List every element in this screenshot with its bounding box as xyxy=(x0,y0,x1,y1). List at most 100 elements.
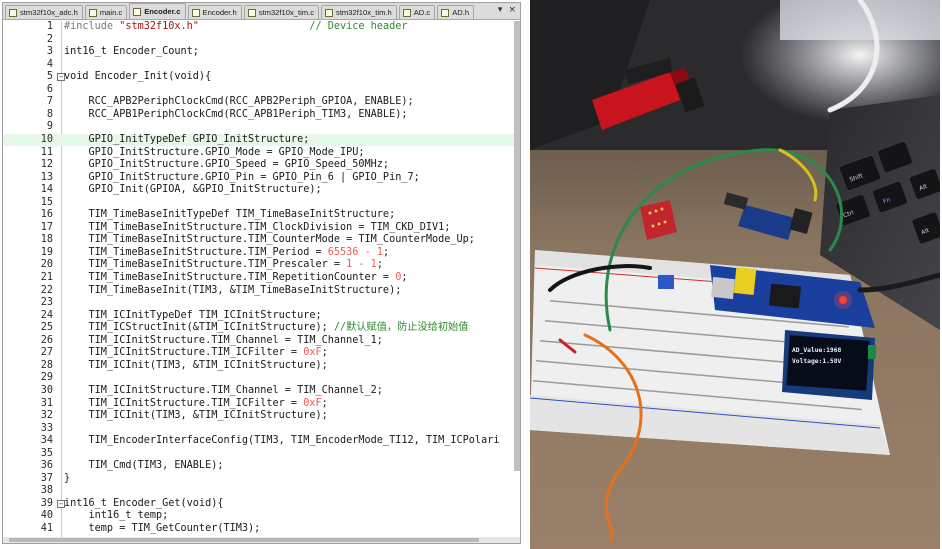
code-line[interactable]: 28 TIM_ICInit(TIM3, &TIM_ICInitStructure… xyxy=(3,360,517,373)
code-line[interactable]: 33 xyxy=(3,423,517,436)
red-breakout-board xyxy=(640,200,677,240)
token: ; xyxy=(376,259,383,271)
tab-label: stm32f10x_tim.h xyxy=(336,8,392,17)
code-line[interactable]: 6 xyxy=(3,84,517,97)
h-file-icon xyxy=(9,9,17,17)
token-num: 0 xyxy=(395,272,402,283)
code-line[interactable]: 17 TIM_TimeBaseInitStructure.TIM_ClockDi… xyxy=(3,222,517,235)
token: ; xyxy=(321,397,328,409)
jumper-wires xyxy=(548,0,940,542)
code-line[interactable]: 22 TIM_TimeBaseInit(TIM3, &TIM_TimeBaseI… xyxy=(3,285,517,298)
code-text: TIM_ICInit(TIM3, &TIM_ICInitStructure); xyxy=(64,360,328,373)
line-number: 23 xyxy=(40,297,53,309)
code-text: TIM_Cmd(TIM3, ENABLE); xyxy=(64,460,224,473)
token-num: 0xF xyxy=(303,347,322,359)
line-number: 20 xyxy=(40,259,53,271)
code-line[interactable]: 25 TIM_ICStructInit(&TIM_ICInitStructure… xyxy=(3,322,517,335)
code-line[interactable]: 27 TIM_ICInitStructure.TIM_ICFilter = 0x… xyxy=(3,347,517,360)
code-line[interactable]: 19 TIM_TimeBaseInitStructure.TIM_Period … xyxy=(3,247,517,260)
red-wire xyxy=(558,338,577,354)
tab-stm32f10x-adc-h[interactable]: stm32f10x_adc.h xyxy=(5,5,83,19)
code-line[interactable]: 12 GPIO_InitStructure.GPIO_Speed = GPIO_… xyxy=(3,159,517,172)
token: TIM_ICInitTypeDef TIM_ICInitStructure; xyxy=(64,309,322,321)
token: TIM_TimeBaseInitStructure.TIM_CounterMod… xyxy=(64,234,475,246)
laptop-left xyxy=(530,0,650,150)
tab-ad-h[interactable]: AD.h xyxy=(437,5,475,19)
code-line[interactable]: 38 xyxy=(3,485,517,498)
line-number: 1 xyxy=(46,21,53,32)
code-line[interactable]: 5−void Encoder_Init(void){ xyxy=(3,71,517,84)
line-number: 38 xyxy=(40,485,53,497)
token: GPIO_InitStructure.GPIO_Pin = GPIO_Pin_6… xyxy=(64,171,420,183)
code-line[interactable]: 8 RCC_APB1PeriphClockCmd(RCC_APB1Periph_… xyxy=(3,109,517,122)
code-line[interactable]: 34 TIM_EncoderInterfaceConfig(TIM3, TIM_… xyxy=(3,435,517,448)
code-text: TIM_TimeBaseInitTypeDef TIM_TimeBaseInit… xyxy=(64,209,396,222)
line-number: 29 xyxy=(40,372,53,384)
code-line[interactable]: 23 xyxy=(3,297,517,310)
line-number: 12 xyxy=(40,159,53,171)
code-text: TIM_ICInit(TIM3, &TIM_ICInitStructure); xyxy=(64,410,328,423)
line-number: 35 xyxy=(40,447,53,459)
stm32-board xyxy=(710,265,875,328)
code-line[interactable]: 26 TIM_ICInitStructure.TIM_Channel = TIM… xyxy=(3,335,517,348)
token: GPIO_InitTypeDef GPIO_InitStructure; xyxy=(64,133,310,145)
code-line[interactable]: 35 xyxy=(3,448,517,461)
tab-stm32f10x-tim-h[interactable]: stm32f10x_tim.h xyxy=(321,5,397,19)
code-line[interactable]: 29 xyxy=(3,372,517,385)
tab-main-c[interactable]: main.c xyxy=(84,5,128,19)
line-number: 2 xyxy=(46,33,53,45)
code-line[interactable]: 30 TIM_ICInitStructure.TIM_Channel = TIM… xyxy=(3,385,517,398)
line-number: 11 xyxy=(40,146,53,158)
code-line[interactable]: 31 TIM_ICInitStructure.TIM_ICFilter = 0x… xyxy=(3,398,517,411)
breadboard-photo: Shift Ctrl Fn Alt Alt xyxy=(530,0,940,549)
fold-toggle-icon[interactable]: − xyxy=(57,73,65,82)
code-line[interactable]: 41 temp = TIM_GetCounter(TIM3); xyxy=(3,523,517,536)
code-line[interactable]: 7 RCC_APB2PeriphClockCmd(RCC_APB2Periph_… xyxy=(3,96,517,109)
code-line[interactable]: 39−int16_t Encoder_Get(void){ xyxy=(3,498,517,511)
code-line[interactable]: 11 GPIO_InitStructure.GPIO_Mode = GPIO_M… xyxy=(3,147,517,160)
keyboard-key-labels: Shift Ctrl Fn Alt Alt xyxy=(842,172,930,236)
tab-label: Encoder.h xyxy=(202,8,237,17)
code-line[interactable]: 40 int16_t temp; xyxy=(3,510,517,523)
code-line[interactable]: 2 xyxy=(3,34,517,47)
vertical-scrollbar[interactable] xyxy=(514,21,520,471)
code-line[interactable]: 13 GPIO_InitStructure.GPIO_Pin = GPIO_Pi… xyxy=(3,172,517,185)
code-text: RCC_APB1PeriphClockCmd(RCC_APB1Periph_TI… xyxy=(64,109,408,122)
code-line[interactable]: 10 GPIO_InitTypeDef GPIO_InitStructure; xyxy=(3,133,517,147)
code-line[interactable]: 36 TIM_Cmd(TIM3, ENABLE); xyxy=(3,460,517,473)
code-line[interactable]: 16 TIM_TimeBaseInitTypeDef TIM_TimeBaseI… xyxy=(3,209,517,222)
photo-scene: Shift Ctrl Fn Alt Alt xyxy=(530,0,940,549)
key-label-fn: Fn xyxy=(882,196,891,205)
code-line[interactable]: 37} xyxy=(3,473,517,486)
line-number: 14 xyxy=(40,184,53,196)
tab-encoder-c[interactable]: Encoder.c xyxy=(129,3,186,19)
code-line[interactable]: 18 TIM_TimeBaseInitStructure.TIM_Counter… xyxy=(3,234,517,247)
code-line[interactable]: 9 xyxy=(3,121,517,134)
code-line[interactable]: 14 GPIO_Init(GPIOA, &GPIO_InitStructure)… xyxy=(3,184,517,197)
code-line[interactable]: 15 xyxy=(3,197,517,210)
black-wire xyxy=(548,264,652,292)
close-tab-icon[interactable]: × xyxy=(508,5,516,15)
tab-stm32f10x-tim-c[interactable]: stm32f10x_tim.c xyxy=(243,5,320,19)
code-line[interactable]: 32 TIM_ICInit(TIM3, &TIM_ICInitStructure… xyxy=(3,410,517,423)
code-line[interactable]: 21 TIM_TimeBaseInitStructure.TIM_Repetit… xyxy=(3,272,517,285)
horizontal-scrollbar-thumb[interactable] xyxy=(9,538,479,542)
code-line[interactable]: 4 xyxy=(3,59,517,72)
code-line[interactable]: 20 TIM_TimeBaseInitStructure.TIM_Prescal… xyxy=(3,259,517,272)
fold-toggle-icon[interactable]: − xyxy=(57,499,65,508)
c-file-icon xyxy=(88,9,97,17)
code-area[interactable]: 1 #include "stm32f10x.h" // Device header… xyxy=(3,21,520,537)
tab-label: Encoder.c xyxy=(144,7,181,16)
code-text: #include "stm32f10x.h" // Device header xyxy=(64,21,407,34)
green-wire xyxy=(604,148,843,332)
horizontal-scrollbar[interactable] xyxy=(3,537,520,543)
tab-list-dropdown-icon[interactable]: ▾ xyxy=(497,5,503,15)
code-line[interactable]: 1 #include "stm32f10x.h" // Device header xyxy=(3,21,517,34)
token: int16_t Encoder_Count; xyxy=(64,46,199,58)
tab-ad-c[interactable]: AD.c xyxy=(398,5,436,19)
code-line[interactable]: 24 TIM_ICInitTypeDef TIM_ICInitStructure… xyxy=(3,310,517,323)
code-text: TIM_EncoderInterfaceConfig(TIM3, TIM_Enc… xyxy=(64,435,500,448)
tab-label: stm32f10x_tim.c xyxy=(258,8,315,17)
tab-encoder-h[interactable]: Encoder.h xyxy=(187,5,242,19)
